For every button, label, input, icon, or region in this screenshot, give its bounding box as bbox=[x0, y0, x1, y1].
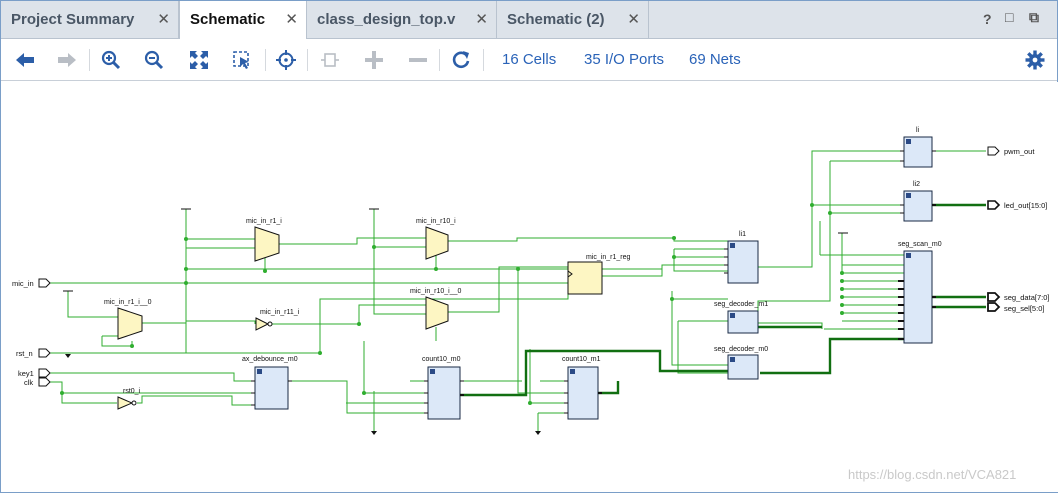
tab-schematic[interactable]: Schematic ✕ bbox=[179, 1, 307, 40]
cell-label: mic_in_r10_i bbox=[416, 218, 456, 225]
toolbar-divider bbox=[265, 49, 266, 71]
schematic-canvas[interactable]: mic_in rst_n key1 clk pwm_out led_out[15… bbox=[2, 82, 1058, 492]
cell-label: mic_in_r11_i bbox=[260, 309, 300, 316]
restore-icon[interactable]: □ bbox=[1005, 9, 1014, 25]
remove-icon[interactable] bbox=[406, 48, 430, 72]
mux-cells[interactable] bbox=[117, 226, 449, 340]
schematic-diagram[interactable]: mic_in rst_n key1 clk pwm_out led_out[15… bbox=[2, 82, 1058, 492]
nets-count-link[interactable]: 69 Nets bbox=[689, 51, 741, 68]
output-ports[interactable]: pwm_out led_out[15:0] seg_data[7:0] seg_… bbox=[987, 146, 1049, 313]
buses bbox=[460, 203, 986, 397]
cell-label: mic_in_r10_i__0 bbox=[410, 288, 461, 295]
close-icon[interactable]: ✕ bbox=[475, 11, 488, 28]
toolbar-divider bbox=[483, 49, 484, 71]
block-corner-markers bbox=[257, 139, 911, 374]
cell-label: ax_debounce_m0 bbox=[242, 356, 298, 363]
tab-bar: Project Summary ✕ Schematic ✕ class_desi… bbox=[1, 1, 1057, 40]
tab-label: Project Summary bbox=[11, 11, 135, 28]
cell-label: count10_m0 bbox=[422, 356, 461, 363]
zoom-fit-icon[interactable] bbox=[187, 48, 211, 72]
port-pwm-out-label: pwm_out bbox=[1004, 147, 1035, 156]
tab-label: Schematic (2) bbox=[507, 11, 605, 28]
bus-pin-stubs bbox=[460, 204, 936, 396]
cell-label: mic_in_r1_i__0 bbox=[104, 299, 152, 306]
tab-label: class_design_top.v bbox=[317, 11, 456, 28]
close-icon[interactable]: ✕ bbox=[285, 11, 298, 28]
port-seg-data-label: seg_data[7:0] bbox=[1004, 293, 1049, 302]
tab-project-summary[interactable]: Project Summary ✕ bbox=[1, 1, 179, 39]
toolbar-divider bbox=[307, 49, 308, 71]
power-stubs bbox=[63, 208, 848, 292]
cell-label: rst0_i bbox=[123, 388, 141, 395]
close-icon[interactable]: ✕ bbox=[157, 11, 170, 28]
refresh-icon[interactable] bbox=[449, 48, 473, 72]
float-icon[interactable]: ⧉ bbox=[1029, 9, 1039, 25]
io-ports-count-link[interactable]: 35 I/O Ports bbox=[584, 51, 665, 68]
zoom-area-icon[interactable] bbox=[230, 48, 254, 72]
crosshair-icon[interactable] bbox=[274, 48, 298, 72]
add-icon[interactable] bbox=[362, 48, 386, 72]
cell-label: li1 bbox=[739, 231, 746, 238]
watermark-text: https://blog.csdn.net/VCA821 bbox=[848, 467, 1016, 482]
port-mic-in-label: mic_in bbox=[12, 279, 34, 288]
port-key1-label: key1 bbox=[18, 369, 34, 378]
cell-labels: mic_in_r1_i mic_in_r1_i__0 mic_in_r11_i … bbox=[104, 127, 942, 395]
ground-symbols bbox=[65, 354, 541, 435]
input-ports[interactable]: mic_in rst_n key1 clk bbox=[12, 278, 51, 387]
cell-label: count10_m1 bbox=[562, 356, 601, 363]
port-led-out-label: led_out[15:0] bbox=[1004, 201, 1047, 210]
zoom-out-icon[interactable] bbox=[142, 48, 166, 72]
toolbar: 16 Cells 35 I/O Ports 69 Nets bbox=[1, 39, 1057, 81]
nets bbox=[49, 150, 986, 431]
port-clk-label: clk bbox=[24, 378, 33, 387]
tab-class-design-top[interactable]: class_design_top.v ✕ bbox=[307, 1, 497, 39]
tab-schematic-2[interactable]: Schematic (2) ✕ bbox=[497, 1, 649, 39]
collapse-icon[interactable] bbox=[318, 48, 342, 72]
toolbar-divider bbox=[439, 49, 440, 71]
zoom-in-icon[interactable] bbox=[99, 48, 123, 72]
register-cell[interactable] bbox=[567, 261, 603, 295]
cell-label: mic_in_r1_reg bbox=[586, 254, 630, 261]
cell-label: seg_decoder_m0 bbox=[714, 346, 768, 353]
close-icon[interactable]: ✕ bbox=[627, 11, 640, 28]
junctions bbox=[60, 203, 844, 405]
port-rst-n-label: rst_n bbox=[16, 349, 33, 358]
pin-stubs bbox=[251, 150, 936, 414]
cell-label: seg_scan_m0 bbox=[898, 241, 942, 248]
cell-label: mic_in_r1_i bbox=[246, 218, 282, 225]
inverter-cells[interactable] bbox=[117, 317, 273, 410]
port-seg-sel-label: seg_sel[5:0] bbox=[1004, 304, 1044, 313]
cell-label: seg_decoder_m1 bbox=[714, 301, 768, 308]
tab-label: Schematic bbox=[190, 11, 266, 28]
help-icon[interactable]: ? bbox=[983, 11, 992, 27]
back-arrow-icon[interactable] bbox=[13, 48, 37, 72]
cell-label: li bbox=[916, 127, 920, 134]
gear-icon[interactable] bbox=[1023, 48, 1047, 72]
cell-label: li2 bbox=[913, 181, 920, 188]
forward-arrow-icon[interactable] bbox=[55, 48, 79, 72]
cells-count-link[interactable]: 16 Cells bbox=[502, 51, 557, 68]
toolbar-divider bbox=[89, 49, 90, 71]
